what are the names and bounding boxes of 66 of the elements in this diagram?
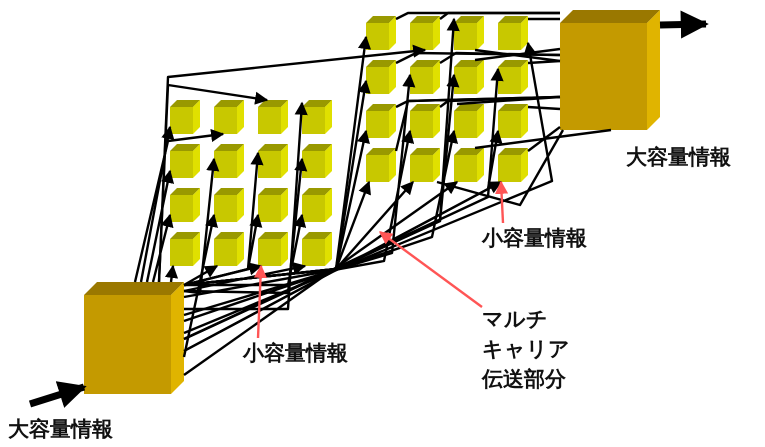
arrow bbox=[183, 181, 458, 376]
callout-label: 小容量情報 bbox=[243, 338, 348, 368]
callout-label: 小容量情報 bbox=[482, 223, 587, 253]
cube bbox=[258, 232, 288, 266]
cube bbox=[258, 100, 288, 134]
cube-caption: 大容量情報 bbox=[626, 144, 731, 171]
arrow bbox=[140, 126, 174, 282]
arrow bbox=[184, 130, 458, 322]
cube bbox=[214, 232, 244, 266]
arrow bbox=[184, 262, 306, 292]
arrow bbox=[146, 170, 174, 282]
cube bbox=[498, 16, 528, 50]
cube bbox=[560, 10, 660, 130]
cube bbox=[498, 104, 528, 138]
arrow bbox=[152, 214, 174, 282]
arrow bbox=[184, 42, 554, 334]
cube bbox=[258, 144, 288, 178]
cube bbox=[214, 144, 244, 178]
cube bbox=[302, 144, 332, 178]
arrow bbox=[164, 264, 178, 282]
cube bbox=[302, 100, 332, 134]
arrow bbox=[158, 84, 268, 282]
leader-line bbox=[378, 231, 483, 308]
arrow bbox=[28, 381, 87, 408]
arrow bbox=[184, 74, 416, 316]
arrow bbox=[158, 44, 426, 282]
cube bbox=[170, 144, 200, 178]
arrow bbox=[184, 130, 414, 298]
cube-caption: 大容量情報 bbox=[8, 416, 113, 443]
cube bbox=[214, 188, 244, 222]
callout-label: マルチキャリア伝送部分 bbox=[482, 304, 574, 394]
cube bbox=[410, 148, 440, 182]
cube bbox=[454, 60, 484, 94]
cube bbox=[454, 148, 484, 182]
arrow bbox=[182, 214, 218, 358]
arrow bbox=[183, 180, 502, 352]
arrow bbox=[183, 264, 218, 286]
arrow bbox=[184, 262, 262, 286]
cube bbox=[84, 282, 184, 394]
cube bbox=[366, 60, 396, 94]
cube bbox=[366, 16, 396, 50]
leader-line bbox=[254, 264, 268, 338]
cube bbox=[366, 104, 396, 138]
cube bbox=[302, 232, 332, 266]
arrow bbox=[134, 128, 224, 282]
cube bbox=[498, 148, 528, 182]
cube bbox=[170, 100, 200, 134]
cube bbox=[366, 148, 396, 182]
arrow bbox=[184, 181, 414, 286]
cube bbox=[214, 100, 244, 134]
cube bbox=[302, 188, 332, 222]
cube bbox=[454, 104, 484, 138]
cube bbox=[410, 60, 440, 94]
arrow bbox=[660, 10, 709, 39]
arrow bbox=[184, 68, 504, 340]
cube bbox=[258, 188, 288, 222]
arrow bbox=[184, 158, 220, 294]
cube bbox=[410, 104, 440, 138]
arrow bbox=[184, 102, 308, 310]
leader-line bbox=[494, 180, 508, 224]
cube bbox=[454, 16, 484, 50]
cube bbox=[498, 60, 528, 94]
cube bbox=[410, 16, 440, 50]
cube bbox=[170, 188, 200, 222]
cube bbox=[170, 232, 200, 266]
arrow bbox=[184, 158, 308, 294]
